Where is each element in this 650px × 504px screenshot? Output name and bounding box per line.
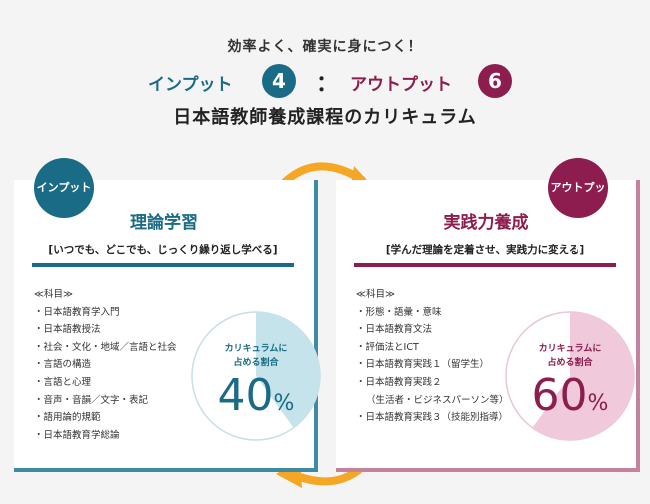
ratio-caption-line: 占める割合: [547, 358, 593, 368]
input-card: 理論学習 [いつでも、どこでも、じっくり繰り返し学べる] ≪科目≫ 日本語教育学…: [14, 180, 318, 472]
output-card-title: 実践力養成: [443, 213, 529, 233]
list-item: 語用論的規範: [34, 409, 177, 427]
output-ratio-pie-graphic: [505, 311, 635, 441]
input-ratio-pie-graphic: [191, 311, 321, 441]
list-item: 日本語教育実践１（留学生）: [356, 356, 509, 374]
list-item: 日本語教育実践３（技能別指導）: [356, 409, 509, 427]
list-item: 形態・語彙・意味: [356, 304, 509, 322]
input-ratio-pie: カリキュラムに 占める割合 40%: [190, 310, 322, 442]
ratio-unit: %: [587, 391, 609, 416]
output-count-badge: 6: [478, 64, 512, 98]
list-item: 評価法とICT: [356, 339, 509, 357]
output-card-subtitle: [学んだ理論を定着させ、実践力に変える]: [354, 242, 616, 267]
page-title: 日本語教師養成課程のカリキュラム: [173, 107, 477, 128]
input-ratio-caption: カリキュラムに 占める割合: [190, 342, 322, 370]
output-ratio-pie: カリキュラムに 占める割合 60%: [504, 310, 636, 442]
input-card-title: 理論学習: [130, 213, 198, 233]
tagline: 効率よく、確実に身につく！: [227, 39, 423, 55]
input-ratio-label: インプット: [148, 75, 233, 95]
list-item: 社会・文化・地域／言語と社会: [34, 339, 177, 357]
output-subject-list: ≪科目≫ 形態・語彙・意味 日本語教育文法 評価法とICT 日本語教育実践１（留…: [356, 286, 509, 427]
input-ratio-wedge: [256, 312, 321, 428]
input-count-badge: 4: [262, 64, 296, 98]
ratio-unit: %: [273, 391, 295, 416]
ratio-row: インプット 4 ： アウトプット 6: [0, 62, 650, 98]
ratio-colon: ：: [316, 72, 339, 97]
list-item: 日本語教育文法: [356, 321, 509, 339]
subjects-heading: ≪科目≫: [356, 289, 395, 300]
ratio-caption-line: 占める割合: [233, 358, 279, 368]
list-item: 言語の構造: [34, 356, 177, 374]
input-subject-list: ≪科目≫ 日本語教育学入門 日本語教授法 社会・文化・地域／言語と社会 言語の構…: [34, 286, 177, 444]
list-item-continuation: （生活者・ビジネスパーソン等）: [366, 394, 509, 406]
output-badge: アウトプット: [548, 158, 608, 254]
list-item: 日本語教授法: [34, 321, 177, 339]
output-ratio-value: 60%: [504, 374, 636, 426]
input-badge: インプット: [34, 158, 94, 218]
ratio-number: 40: [217, 370, 274, 421]
ratio-caption-line: カリキュラムに: [538, 344, 602, 354]
output-ratio-caption: カリキュラムに 占める割合: [504, 342, 636, 370]
list-item: 日本語教育学入門: [34, 304, 177, 322]
list-item: 音声・音韻／文字・表記: [34, 392, 177, 410]
output-ratio-wedge: [532, 312, 634, 440]
output-ratio-label: アウトプット: [350, 75, 452, 95]
list-item: 日本語教育実践２: [356, 374, 509, 392]
input-card-subtitle: [いつでも、どこでも、じっくり繰り返し学べる]: [32, 242, 294, 267]
subjects-heading: ≪科目≫: [34, 289, 73, 300]
list-item: 日本語教育学総論: [34, 427, 177, 445]
input-ratio-value: 40%: [190, 374, 322, 426]
ratio-number: 60: [531, 370, 588, 421]
list-item: 言語と心理: [34, 374, 177, 392]
ratio-caption-line: カリキュラムに: [224, 344, 288, 354]
